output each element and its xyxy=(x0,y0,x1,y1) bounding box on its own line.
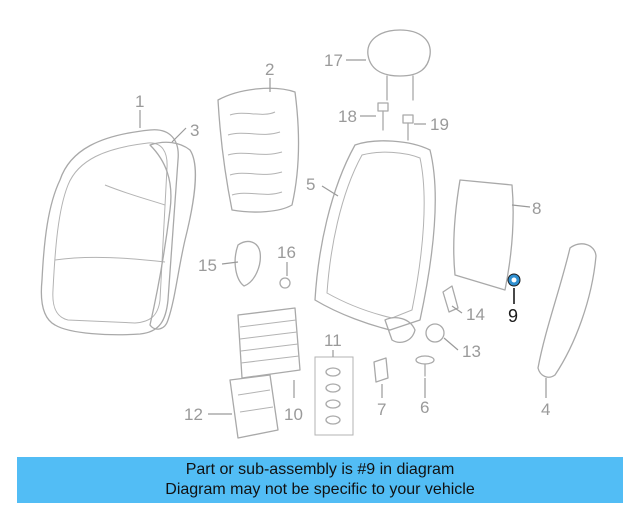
part-19-guide[interactable] xyxy=(402,114,414,141)
callout-4[interactable]: 4 xyxy=(541,400,550,419)
parts-diagram: 1 2 3 4 5 6 7 8 9 10 11 12 13 14 15 16 1… xyxy=(40,29,597,439)
part-9-clip[interactable] xyxy=(507,273,521,287)
callout-11[interactable]: 11 xyxy=(324,331,342,350)
caption-line-2: Diagram may not be specific to your vehi… xyxy=(165,481,475,498)
part-4-side-trim[interactable] xyxy=(537,243,597,378)
callout-2[interactable]: 2 xyxy=(265,60,274,79)
callout-19[interactable]: 19 xyxy=(430,115,449,134)
part-2-foam-pad[interactable] xyxy=(217,87,300,213)
callout-8[interactable]: 8 xyxy=(532,199,541,218)
callout-7[interactable]: 7 xyxy=(377,400,386,419)
callout-16[interactable]: 16 xyxy=(277,243,296,262)
part-17-headrest[interactable] xyxy=(367,29,431,101)
part-15-bracket[interactable] xyxy=(234,240,261,287)
callout-12[interactable]: 12 xyxy=(184,405,203,424)
callout-13[interactable]: 13 xyxy=(462,342,481,361)
callout-18[interactable]: 18 xyxy=(338,107,357,126)
part-18-guide[interactable] xyxy=(377,102,389,131)
exploded-view-drawing: 1 2 3 4 5 6 7 8 9 10 11 12 13 14 15 16 1… xyxy=(40,29,597,439)
part-1-seatback-cover[interactable] xyxy=(40,129,179,336)
callout-6[interactable]: 6 xyxy=(420,398,429,417)
part-13-knob[interactable] xyxy=(425,323,445,343)
callout-1[interactable]: 1 xyxy=(135,92,144,111)
callout-labels: 1 2 3 4 5 6 7 8 9 10 11 12 13 14 15 16 1… xyxy=(135,51,550,424)
callout-5[interactable]: 5 xyxy=(306,175,315,194)
caption-line-1: Part or sub-assembly is #9 in diagram xyxy=(185,461,455,478)
part-10-lumbar-mat[interactable] xyxy=(237,307,301,379)
part-5-seatback-frame[interactable] xyxy=(314,140,436,343)
part-3-side-panel[interactable] xyxy=(149,141,197,330)
caption-banner: Part or sub-assembly is #9 in diagram Di… xyxy=(17,457,623,503)
part-6-bolt[interactable] xyxy=(415,355,435,377)
part-7-clip[interactable] xyxy=(373,357,389,383)
callout-17[interactable]: 17 xyxy=(324,51,343,70)
part-14-clip[interactable] xyxy=(442,285,459,313)
callout-15[interactable]: 15 xyxy=(198,256,217,275)
part-8-back-panel[interactable] xyxy=(453,179,514,291)
part-11-hardware-kit[interactable] xyxy=(314,356,354,436)
part-12-mechanism[interactable] xyxy=(229,374,279,439)
callout-10[interactable]: 10 xyxy=(284,405,303,424)
callout-9[interactable]: 9 xyxy=(508,306,518,326)
callout-14[interactable]: 14 xyxy=(466,305,485,324)
callout-3[interactable]: 3 xyxy=(190,121,199,140)
part-16-clip[interactable] xyxy=(279,277,291,289)
leader-lines xyxy=(139,59,547,415)
